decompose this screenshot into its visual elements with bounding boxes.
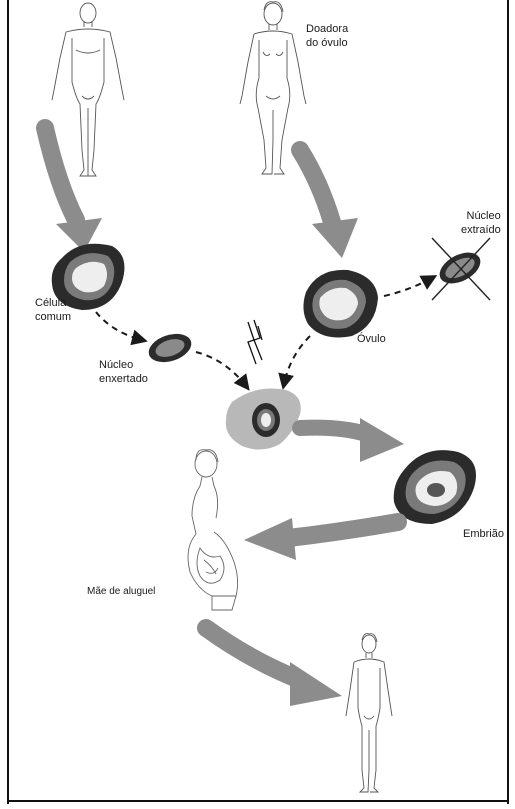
- ovum-label: Óvulo: [357, 332, 386, 346]
- arrow-fusion-to-embryo: [300, 418, 404, 462]
- embryo-label: Embrião: [463, 527, 504, 541]
- cross-out-icon: [432, 238, 490, 300]
- arrow-surrogate-to-child: [206, 628, 342, 706]
- man-figure-icon: [52, 3, 124, 176]
- grafted-nucleus-label: Núcleo enxertado: [99, 358, 148, 386]
- dashed-arrow-ovum-to-extracted: [384, 278, 432, 296]
- child-figure-icon: [346, 634, 392, 792]
- arrow-man-to-cell: [45, 128, 102, 252]
- arrow-embryo-to-surrogate: [244, 518, 398, 560]
- surrogate-label: Mãe de aluguel: [87, 585, 155, 599]
- lightning-spark-icon: [248, 320, 262, 364]
- common-cell-label: Célula comum: [35, 296, 71, 324]
- extracted-nucleus-label: Núcleo extraído: [461, 209, 501, 237]
- dashed-arrow-cell-to-nucleus: [96, 312, 142, 340]
- arrow-woman-to-ovum: [300, 150, 358, 258]
- dashed-arrow-ovum-to-fusion: [284, 336, 310, 384]
- dashed-arrow-nucleus-to-fusion: [196, 352, 246, 386]
- embryo-cell-icon: [394, 450, 476, 524]
- ovum-cell-icon: [303, 270, 378, 338]
- donor-label: Doadora do óvulo: [306, 22, 348, 50]
- pregnant-woman-icon: [188, 450, 238, 610]
- fused-cell-icon: [226, 389, 301, 450]
- grafted-nucleus-icon: [145, 329, 195, 367]
